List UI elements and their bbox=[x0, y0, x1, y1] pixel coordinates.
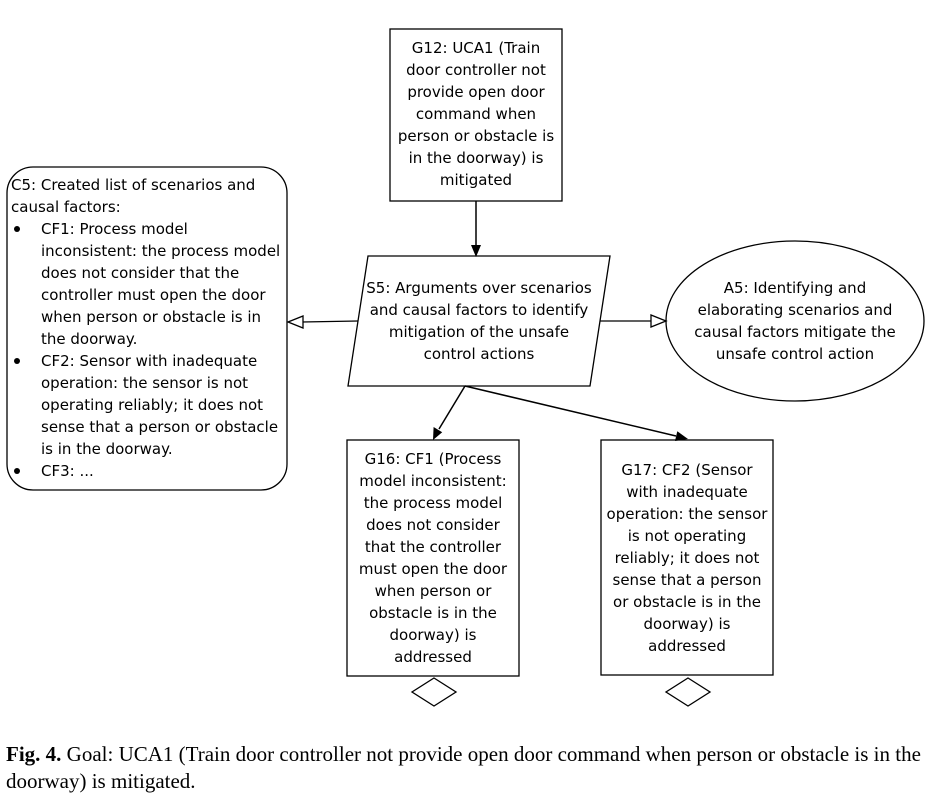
causal-factor-list: CF1: Process model inconsistent: the pro… bbox=[11, 218, 283, 482]
goal-g12-box bbox=[389, 28, 563, 202]
undeveloped-diamond-g16 bbox=[410, 677, 458, 707]
arrowhead-s5-g17 bbox=[675, 431, 688, 441]
arrowhead-s5-c5 bbox=[286, 315, 304, 329]
edge-s5-g16 bbox=[438, 385, 466, 430]
figure-caption-text: Goal: UCA1 (Train door controller not pr… bbox=[6, 742, 921, 793]
edge-s5-c5 bbox=[301, 320, 359, 323]
goal-g17-box bbox=[600, 439, 774, 676]
edge-s5-g17 bbox=[464, 385, 677, 437]
goal-g17-text: G17: CF2 (Sensor with inadequate operati… bbox=[606, 461, 768, 655]
causal-factor-cf3: CF3: ... bbox=[11, 460, 283, 482]
goal-g16-box bbox=[346, 439, 520, 677]
figure-label: Fig. 4. bbox=[6, 742, 62, 766]
context-c5-title: C5: Created list of scenarios and causal… bbox=[11, 176, 256, 216]
strategy-s5-text: S5: Arguments over scenarios and causal … bbox=[366, 279, 592, 363]
figure-caption: Fig. 4. Goal: UCA1 (Train door controlle… bbox=[6, 741, 936, 795]
arrowhead-s5-g16 bbox=[433, 427, 443, 440]
arrowhead-g12-s5 bbox=[471, 245, 481, 257]
goal-g16-text: G16: CF1 (Process model inconsistent: th… bbox=[358, 450, 508, 666]
causal-factor-cf2: CF2: Sensor with inadequate operation: t… bbox=[11, 350, 283, 460]
goal-g12-text: G12: UCA1 (Train door controller not pro… bbox=[397, 39, 555, 189]
strategy-s5-shape bbox=[347, 255, 611, 387]
undeveloped-diamond-g17 bbox=[664, 677, 712, 707]
causal-factor-cf1: CF1: Process model inconsistent: the pro… bbox=[11, 218, 283, 350]
arrowhead-s5-a5 bbox=[650, 314, 668, 328]
context-c5-text: C5: Created list of scenarios and causal… bbox=[11, 174, 283, 482]
context-c5-box bbox=[6, 166, 288, 491]
assumption-a5-text: A5: Identifying and elaborating scenario… bbox=[694, 279, 896, 363]
